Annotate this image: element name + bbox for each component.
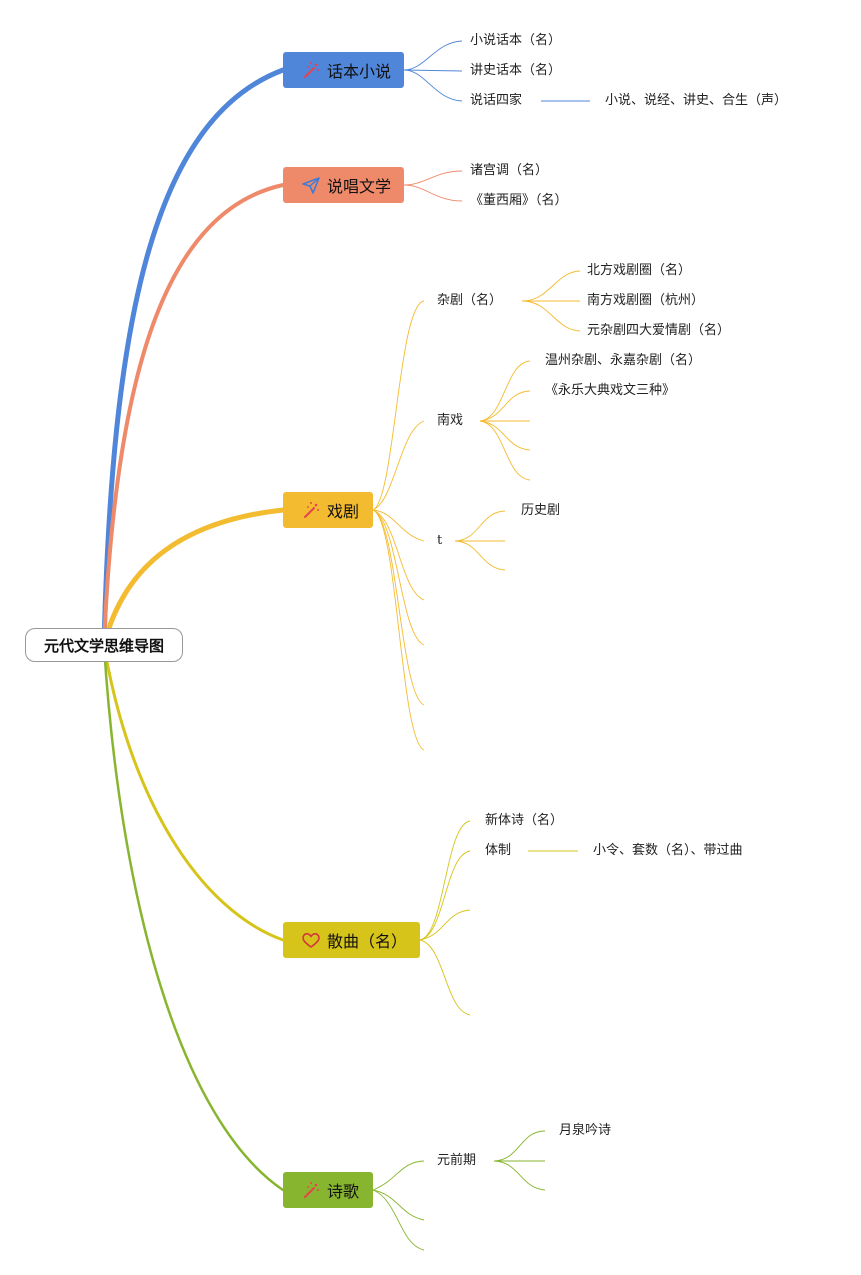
branch-xiju-label: 戏剧 bbox=[327, 502, 360, 521]
magic-wand-icon bbox=[301, 500, 321, 520]
branch-huaben-label: 话本小说 bbox=[327, 62, 392, 81]
huaben-connectors bbox=[403, 40, 590, 102]
connector-shige bbox=[102, 643, 285, 1192]
sanqu-sub[interactable]: 小令、套数（名）、带过曲 bbox=[593, 843, 743, 858]
zaju-child-1[interactable]: 北方戏剧圈（名） bbox=[587, 263, 692, 278]
zaju-child-3[interactable]: 元杂剧四大爱情剧（名） bbox=[587, 323, 731, 338]
root-connectors bbox=[101, 67, 286, 1192]
magic-wand-icon bbox=[301, 60, 321, 80]
nanxi-node[interactable]: 南戏 bbox=[437, 413, 464, 428]
branch-shuochang-label: 说唱文学 bbox=[327, 177, 392, 196]
connector-sanqu bbox=[102, 643, 285, 942]
shuochang-connectors bbox=[403, 170, 463, 202]
connector-xiju bbox=[101, 507, 286, 648]
t-node[interactable]: t bbox=[437, 533, 443, 548]
sanqu-child-2[interactable]: 体制 bbox=[485, 843, 512, 858]
xiju-connectors bbox=[372, 270, 581, 751]
shuochang-child-1[interactable]: 诸宫调（名） bbox=[470, 163, 549, 178]
paper-plane-icon bbox=[301, 175, 321, 195]
huaben-child-1[interactable]: 小说话本（名） bbox=[470, 33, 562, 48]
huaben-child-2[interactable]: 讲史话本（名） bbox=[470, 63, 562, 78]
connector-huaben bbox=[101, 67, 286, 648]
heart-icon bbox=[301, 930, 321, 950]
branch-huaben[interactable]: 话本小说 bbox=[283, 52, 404, 88]
branch-xiju[interactable]: 戏剧 bbox=[283, 492, 373, 528]
zaju-child-2[interactable]: 南方戏剧圈（杭州） bbox=[587, 293, 705, 308]
nanxi-child-2[interactable]: 《永乐大典戏文三种》 bbox=[545, 383, 676, 398]
branch-sanqu[interactable]: 散曲（名） bbox=[283, 922, 420, 958]
connector-shuochang bbox=[102, 183, 285, 647]
branch-shige[interactable]: 诗歌 bbox=[283, 1172, 373, 1208]
nanxi-child-1[interactable]: 温州杂剧、永嘉杂剧（名） bbox=[545, 353, 702, 368]
magic-wand-icon bbox=[301, 1180, 321, 1200]
shuochang-child-2[interactable]: 《董西厢》（名） bbox=[470, 193, 568, 208]
root-node[interactable]: 元代文学思维导图 bbox=[25, 628, 183, 662]
qianqi-node[interactable]: 元前期 bbox=[437, 1153, 477, 1168]
huaben-sub[interactable]: 小说、说经、讲史、合生（声） bbox=[605, 93, 788, 108]
huaben-child-3[interactable]: 说话四家 bbox=[470, 93, 523, 108]
branch-shuochang[interactable]: 说唱文学 bbox=[283, 167, 404, 203]
zaju-node[interactable]: 杂剧（名） bbox=[437, 293, 503, 308]
sanqu-connectors bbox=[419, 820, 578, 1016]
sanqu-child-1[interactable]: 新体诗（名） bbox=[485, 813, 564, 828]
t-child-1[interactable]: 历史剧 bbox=[521, 503, 561, 518]
qianqi-child-1[interactable]: 月泉吟诗 bbox=[559, 1123, 612, 1138]
shige-connectors bbox=[372, 1130, 546, 1251]
branch-sanqu-label: 散曲（名） bbox=[327, 932, 408, 951]
root-label: 元代文学思维导图 bbox=[43, 636, 164, 655]
branch-shige-label: 诗歌 bbox=[327, 1182, 360, 1201]
